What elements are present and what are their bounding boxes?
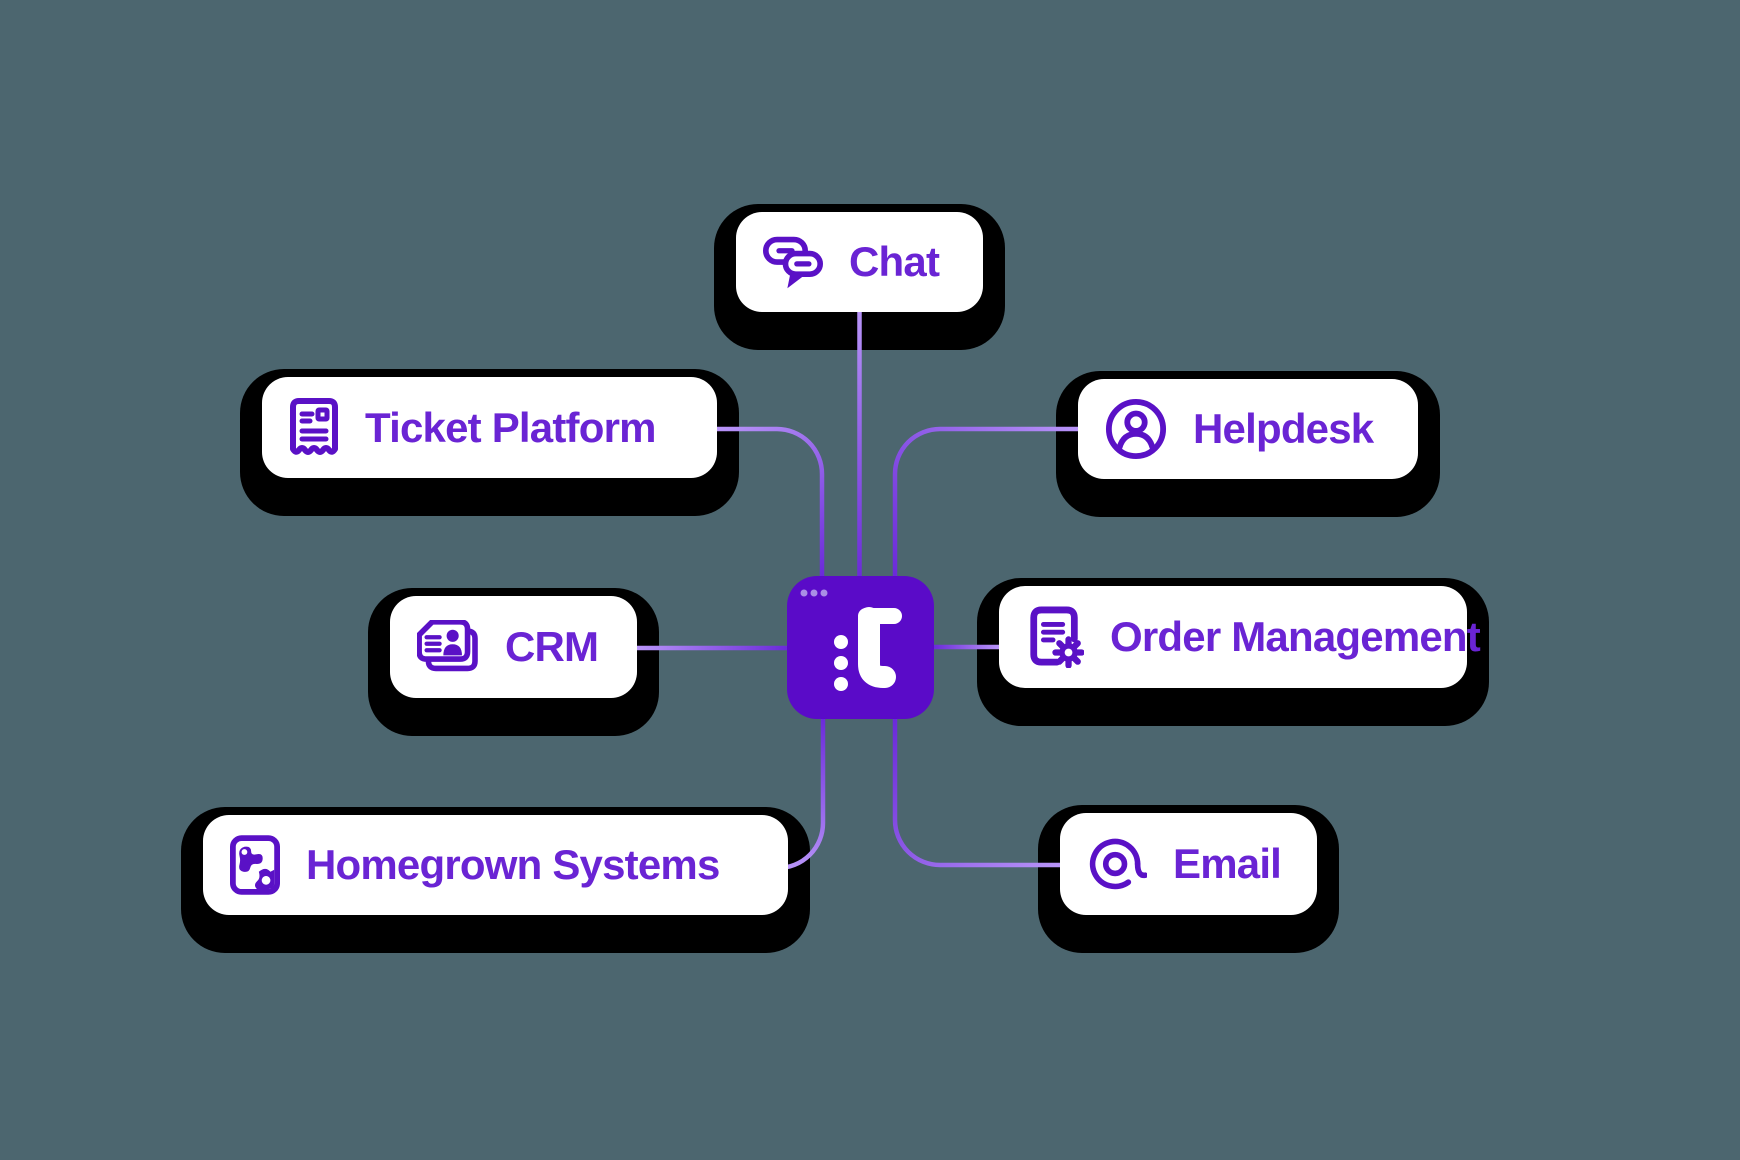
ticket-receipt-icon [290, 397, 338, 455]
connector-helpdesk [892, 426, 1078, 576]
node-label: CRM [505, 623, 599, 670]
hub-logo [800, 589, 902, 691]
custom-system-icon [230, 835, 280, 895]
hub-logo-dots [834, 635, 848, 691]
hub-window-dots [800, 589, 828, 597]
at-sign-icon [1089, 838, 1147, 890]
node-crm: CRM [390, 596, 637, 698]
connector-ticket [717, 426, 825, 576]
node-order-management: Order Management [999, 586, 1481, 688]
node-email: Email [1060, 813, 1317, 915]
chat-bubbles-icon [763, 236, 823, 289]
node-label: Homegrown Systems [306, 841, 720, 888]
connector-email [892, 719, 1060, 868]
document-gear-icon [1030, 606, 1084, 668]
hub-logo-t [858, 607, 902, 688]
node-ticket-platform: Ticket Platform [262, 377, 717, 478]
node-label: Order Management [1110, 613, 1481, 660]
contact-card-icon [417, 620, 478, 672]
node-label: Helpdesk [1193, 405, 1374, 452]
hub: t [787, 576, 934, 719]
node-label: Email [1173, 840, 1282, 887]
user-circle-icon [1105, 398, 1167, 460]
node-label: Chat [849, 238, 940, 285]
node-helpdesk: Helpdesk [1078, 379, 1418, 479]
node-chat: Chat [736, 212, 983, 312]
node-homegrown-systems: Homegrown Systems [203, 815, 788, 915]
node-label: Ticket Platform [365, 403, 656, 451]
